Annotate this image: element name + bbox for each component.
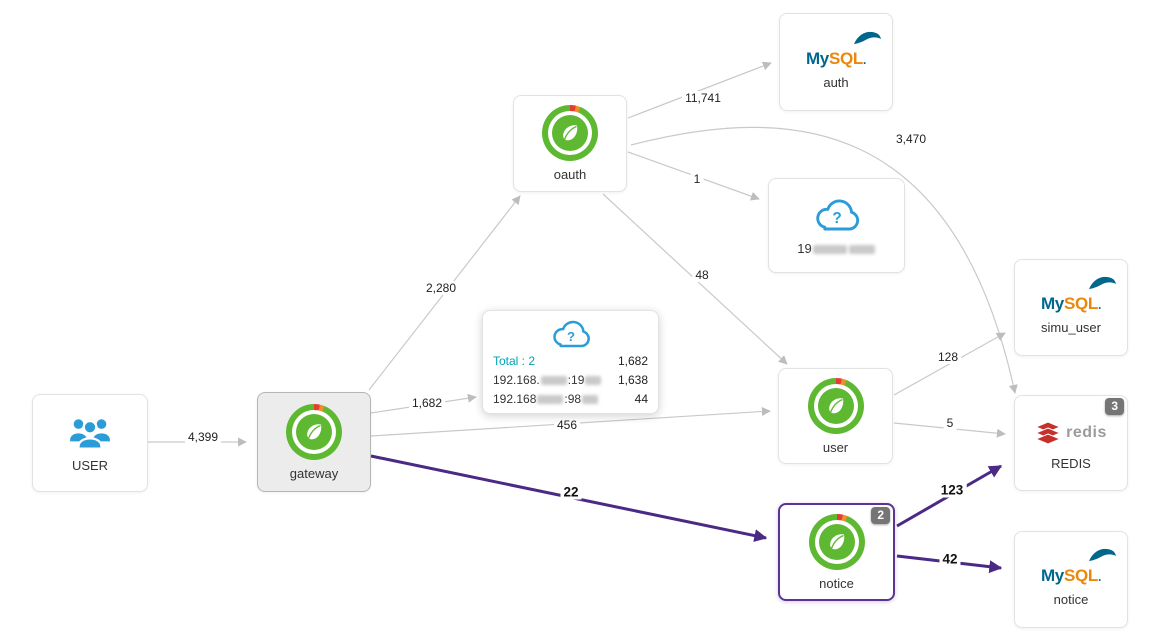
node-label: notice — [1053, 592, 1089, 607]
group-host-address: 192.168 :98 — [493, 391, 599, 408]
question-mark-icon: ? — [566, 329, 574, 344]
host-label-prefix: 19 — [797, 241, 812, 256]
node-oauth[interactable]: oauth — [513, 95, 627, 192]
mysql-dolphin-icon — [854, 31, 882, 44]
edge-count-oauth-redis[interactable]: 3,470 — [892, 132, 930, 146]
group-host-row: 192.168. :19 1,638 — [483, 372, 658, 389]
edge-count-notice-redis[interactable]: 123 — [937, 482, 967, 498]
edge-count-oauth-user[interactable]: 48 — [692, 268, 712, 282]
unknown-cloud-icon: ? — [815, 199, 859, 231]
edge-count-user-simu-user[interactable]: 128 — [934, 350, 962, 364]
node-label: user — [822, 439, 849, 455]
host-prefix: 192.168. — [493, 373, 540, 387]
group-host-count: 1,638 — [617, 373, 648, 387]
group-total-row: Total : 2 1,682 — [483, 353, 658, 370]
group-host-row: 192.168 :98 44 — [483, 391, 658, 408]
mysql-wordmark-dot: . — [1098, 298, 1102, 312]
mysql-logo: MySQL. — [805, 31, 882, 69]
redacted-text — [537, 395, 564, 405]
group-total-value: 1,682 — [617, 354, 648, 368]
mysql-wordmark-dot: . — [1098, 570, 1102, 584]
edge-count-gateway-oauth[interactable]: 2,280 — [422, 281, 460, 295]
redacted-text — [812, 245, 847, 255]
unknown-cloud-icon: ? — [552, 320, 590, 348]
node-notice-service[interactable]: 2 notice — [778, 503, 895, 601]
node-redis[interactable]: 3 redis REDIS — [1014, 395, 1128, 491]
mysql-dolphin-icon — [1089, 548, 1117, 561]
node-label: USER — [71, 457, 109, 473]
edge-line-user-simu-user — [893, 332, 1006, 396]
group-host-count: 44 — [634, 392, 648, 406]
edge-count-notice-notice-db[interactable]: 42 — [939, 551, 961, 567]
spring-leaf-icon — [563, 125, 578, 141]
edge-count-user-redis[interactable]: 5 — [943, 416, 957, 430]
spring-boot-icon — [542, 105, 598, 161]
mysql-logo: MySQL. — [1040, 276, 1117, 314]
node-notice-db[interactable]: MySQL. notice — [1014, 531, 1128, 628]
mysql-wordmark-sql: SQL — [1063, 566, 1099, 585]
mysql-wordmark-sql: SQL — [828, 48, 864, 68]
node-unknown-host[interactable]: ? 19 — [768, 178, 905, 273]
node-label: REDIS — [1051, 455, 1091, 471]
group-host-address: 192.168. :19 — [493, 372, 602, 389]
instance-count-badge: 3 — [1105, 398, 1124, 415]
edge-count-oauth-unknown-host[interactable]: 1 — [690, 172, 704, 186]
spring-boot-icon — [286, 403, 342, 460]
users-icon — [70, 418, 110, 450]
redis-cube-icon — [1035, 420, 1062, 445]
redacted-text — [582, 395, 599, 405]
spring-boot-icon — [807, 377, 864, 434]
mysql-logo: MySQL. — [1040, 548, 1117, 586]
node-label: gateway — [289, 465, 339, 481]
instance-count-badge: 2 — [871, 507, 890, 524]
redacted-text — [540, 376, 567, 386]
edge-count-gateway-notice[interactable]: 22 — [560, 484, 582, 500]
node-unknown-group[interactable]: ? Total : 2 1,682 192.168. :19 1,638 192.… — [482, 310, 659, 414]
node-gateway[interactable]: gateway — [257, 392, 371, 492]
spring-leaf-icon — [828, 397, 843, 413]
question-mark-icon: ? — [832, 210, 841, 227]
spring-leaf-icon — [829, 533, 844, 549]
node-label: auth — [823, 74, 849, 90]
node-auth-db[interactable]: MySQL. auth — [779, 13, 893, 111]
group-total-label: Total : 2 — [493, 354, 536, 368]
mysql-wordmark-my: My — [805, 48, 829, 68]
edge-count-gateway-user[interactable]: 456 — [553, 418, 581, 432]
mysql-dolphin-icon — [1089, 276, 1117, 289]
host-prefix: 192.168 — [493, 392, 537, 406]
redacted-text — [585, 376, 602, 386]
host-port-prefix: :98 — [564, 392, 582, 406]
node-user-service[interactable]: user — [778, 368, 893, 464]
mysql-wordmark-dot: . — [863, 52, 867, 67]
redis-logo: redis — [1035, 416, 1107, 450]
host-port-prefix: :19 — [567, 373, 585, 387]
node-label-redacted: 19 — [797, 242, 875, 256]
mysql-wordmark-my: My — [1040, 566, 1064, 585]
node-user[interactable]: USER — [32, 394, 148, 492]
redacted-text — [848, 245, 875, 255]
node-label: simu_user — [1041, 320, 1101, 335]
mysql-wordmark-my: My — [1040, 294, 1064, 313]
node-label: oauth — [553, 167, 587, 182]
node-simu-user-db[interactable]: MySQL. simu_user — [1014, 259, 1128, 356]
edge-count-oauth-auth[interactable]: 11,741 — [682, 91, 724, 105]
mysql-wordmark-sql: SQL — [1063, 294, 1099, 313]
node-label: notice — [819, 575, 854, 591]
redis-wordmark: redis — [1066, 423, 1107, 441]
edge-count-user-gateway[interactable]: 4,399 — [184, 430, 222, 444]
spring-boot-icon — [808, 513, 865, 570]
spring-leaf-icon — [307, 423, 322, 439]
edge-count-gateway-unknown-group[interactable]: 1,682 — [408, 396, 446, 410]
